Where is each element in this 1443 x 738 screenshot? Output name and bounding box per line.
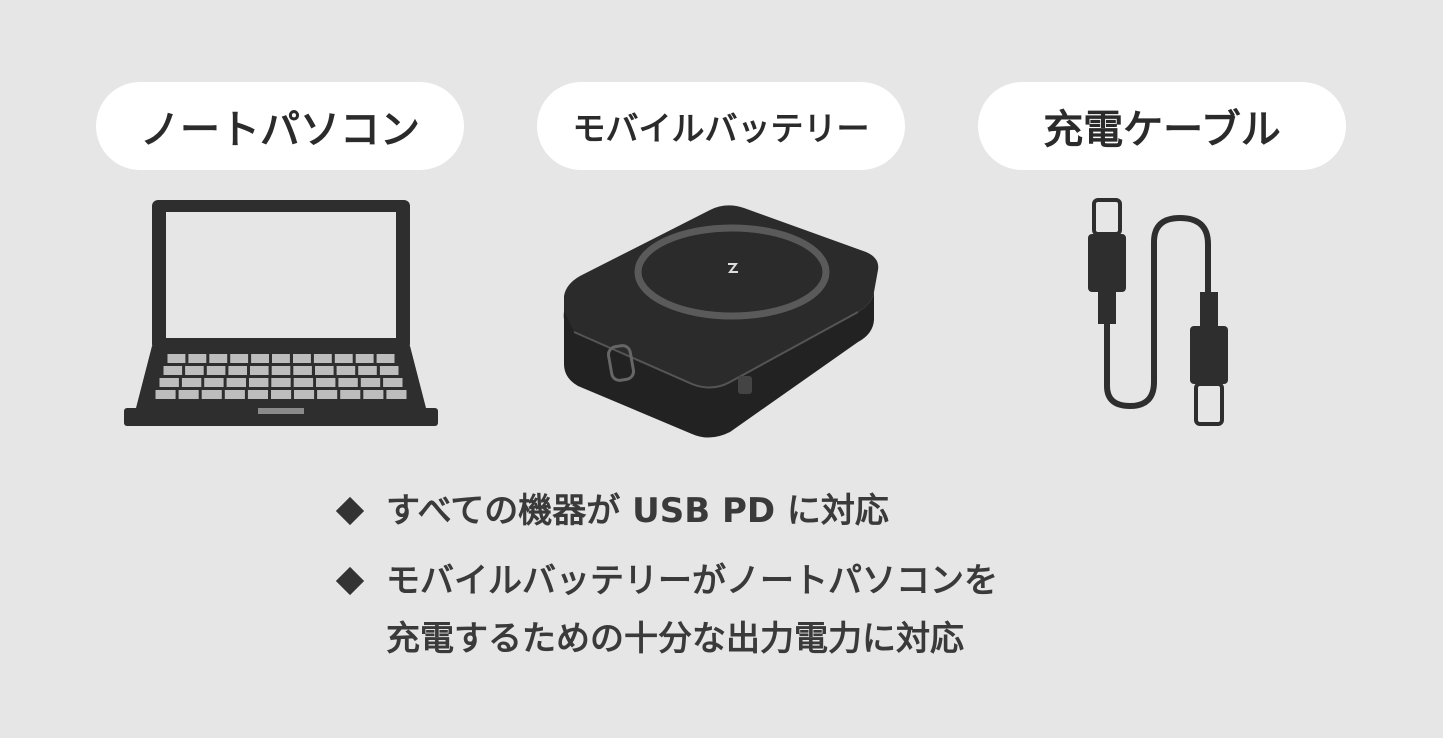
keyboard-key [209,354,228,363]
label-mobile-battery: モバイルバッテリー [537,82,905,170]
keyboard-key [293,378,314,387]
mobile-battery-icon [560,200,884,442]
keyboard-key [188,354,207,363]
feature-item: すべての機器が USB PD に対応 [332,482,1152,540]
keyboard-key [294,390,315,399]
label-charging-cable: 充電ケーブル [978,82,1346,170]
keyboard-key [383,378,403,387]
feature-item: モバイルバッテリーがノートパソコンを 充電するための十分な出力電力に対応 [332,552,1152,668]
keyboard-key [271,390,292,399]
keyboard-key [313,354,332,363]
keyboard-key [230,354,249,363]
keyboard-key [224,390,245,399]
keyboard-key [247,390,268,399]
keyboard-key [355,354,374,363]
diamond-bullet-icon [332,552,372,610]
keyboard-key [360,378,381,387]
keyboard-key [317,390,338,399]
keyboard-key [340,390,361,399]
keyboard-key [226,378,246,387]
keyboard-key [336,366,356,375]
keyboard-key [228,366,247,375]
keyboard-key [334,354,353,363]
keyboard-key [155,390,176,399]
keyboard-key [204,378,224,387]
feature-text: モバイルバッテリーがノートパソコンを [386,561,998,601]
keyboard-key [315,366,334,375]
usb-c-cable-icon [1080,196,1250,432]
keyboard-key [163,366,183,375]
keyboard-key [293,354,311,363]
keyboard-key [376,354,395,363]
feature-text: すべての機器が USB PD に対応 [386,491,889,531]
keyboard-key [185,366,204,375]
keyboard-key [293,366,312,375]
laptop-icon [120,196,442,432]
keyboard-key [181,378,202,387]
keyboard-key [358,366,377,375]
label-laptop: ノートパソコン [96,82,464,170]
keyboard-key [206,366,226,375]
keyboard-key [316,378,336,387]
diamond-bullet-icon [332,482,372,540]
keyboard-key [250,366,269,375]
feature-text: 充電するための十分な出力電力に対応 [386,619,964,659]
keyboard-key [251,354,269,363]
keyboard-key [159,378,179,387]
keyboard-key [386,390,407,399]
keyboard-key [379,366,399,375]
keyboard-key [338,378,358,387]
feature-list: すべての機器が USB PD に対応 モバイルバッテリーがノートパソコンを 充電… [332,482,1152,668]
keyboard-key [178,390,199,399]
keyboard-key [363,390,384,399]
keyboard-key [201,390,222,399]
keyboard-key [167,354,186,363]
keyboard-key [271,366,291,375]
keyboard-key [271,378,291,387]
keyboard-key [272,354,290,363]
keyboard-key [249,378,269,387]
